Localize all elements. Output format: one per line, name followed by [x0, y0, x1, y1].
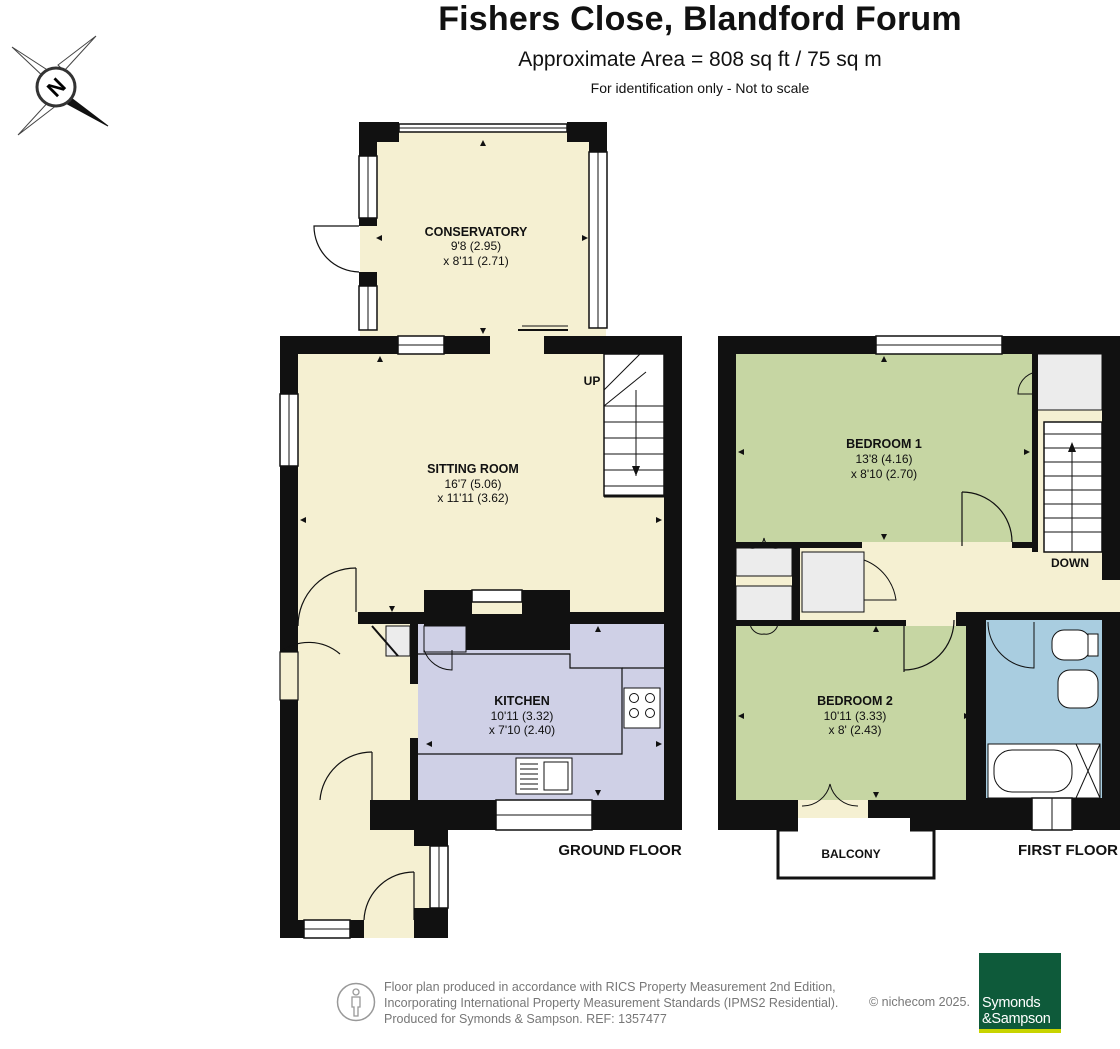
bedroom-2-dim2: x 8' (2.43) [829, 723, 882, 737]
copyright: © nichecom 2025. [869, 995, 970, 1009]
page-title: Fishers Close, Blandford Forum [438, 0, 962, 38]
person-icon [336, 982, 376, 1022]
dimension-markers [300, 140, 1030, 798]
symonds-sampson-logo: Symonds &Sampson [979, 953, 1061, 1033]
stairs-up-label: UP [584, 374, 601, 388]
conservatory-dim2: x 8'11 (2.71) [443, 254, 508, 268]
balcony-label: BALCONY [821, 847, 880, 861]
sitting-room-dim2: x 11'11 (3.62) [437, 491, 508, 505]
first-floor-plan [718, 335, 1120, 880]
footer-line-2: Incorporating International Property Mea… [384, 996, 839, 1010]
logo-line-2: &Sampson [982, 1011, 1051, 1027]
logo-line-1: Symonds [982, 995, 1041, 1011]
conservatory-dim1: 9'8 (2.95) [451, 239, 501, 253]
kitchen-dim2: x 7'10 (2.40) [489, 723, 555, 737]
stairs-down-label: DOWN [1051, 556, 1089, 570]
bedroom-1-dim2: x 8'10 (2.70) [851, 467, 917, 481]
sitting-room-name: SITTING ROOM [427, 462, 519, 476]
compass-icon: N [11, 35, 109, 136]
footer-notes: Floor plan produced in accordance with R… [384, 979, 984, 1027]
bedroom-1-name: BEDROOM 1 [846, 437, 922, 451]
ground-floor-plan [279, 122, 682, 939]
kitchen-dim1: 10'11 (3.32) [491, 709, 554, 723]
conservatory-name: CONSERVATORY [425, 225, 528, 239]
bedroom-2-name: BEDROOM 2 [817, 694, 893, 708]
bedroom-1-dim1: 13'8 (4.16) [856, 452, 913, 466]
bedroom-2-dim1: 10'11 (3.33) [824, 709, 887, 723]
ground-floor-label: GROUND FLOOR [558, 842, 681, 859]
footer-line-3: Produced for Symonds & Sampson. REF: 135… [384, 1012, 667, 1026]
room-labels: CONSERVATORY 9'8 (2.95) x 8'11 (2.71) SI… [425, 225, 1119, 861]
footer-line-1: Floor plan produced in accordance with R… [384, 980, 836, 994]
sitting-room-dim1: 16'7 (5.06) [445, 477, 502, 491]
first-floor-label: FIRST FLOOR [1018, 842, 1118, 859]
kitchen-name: KITCHEN [494, 694, 550, 708]
disclaimer: For identification only - Not to scale [590, 80, 810, 96]
area-subtitle: Approximate Area = 808 sq ft / 75 sq m [518, 48, 882, 71]
